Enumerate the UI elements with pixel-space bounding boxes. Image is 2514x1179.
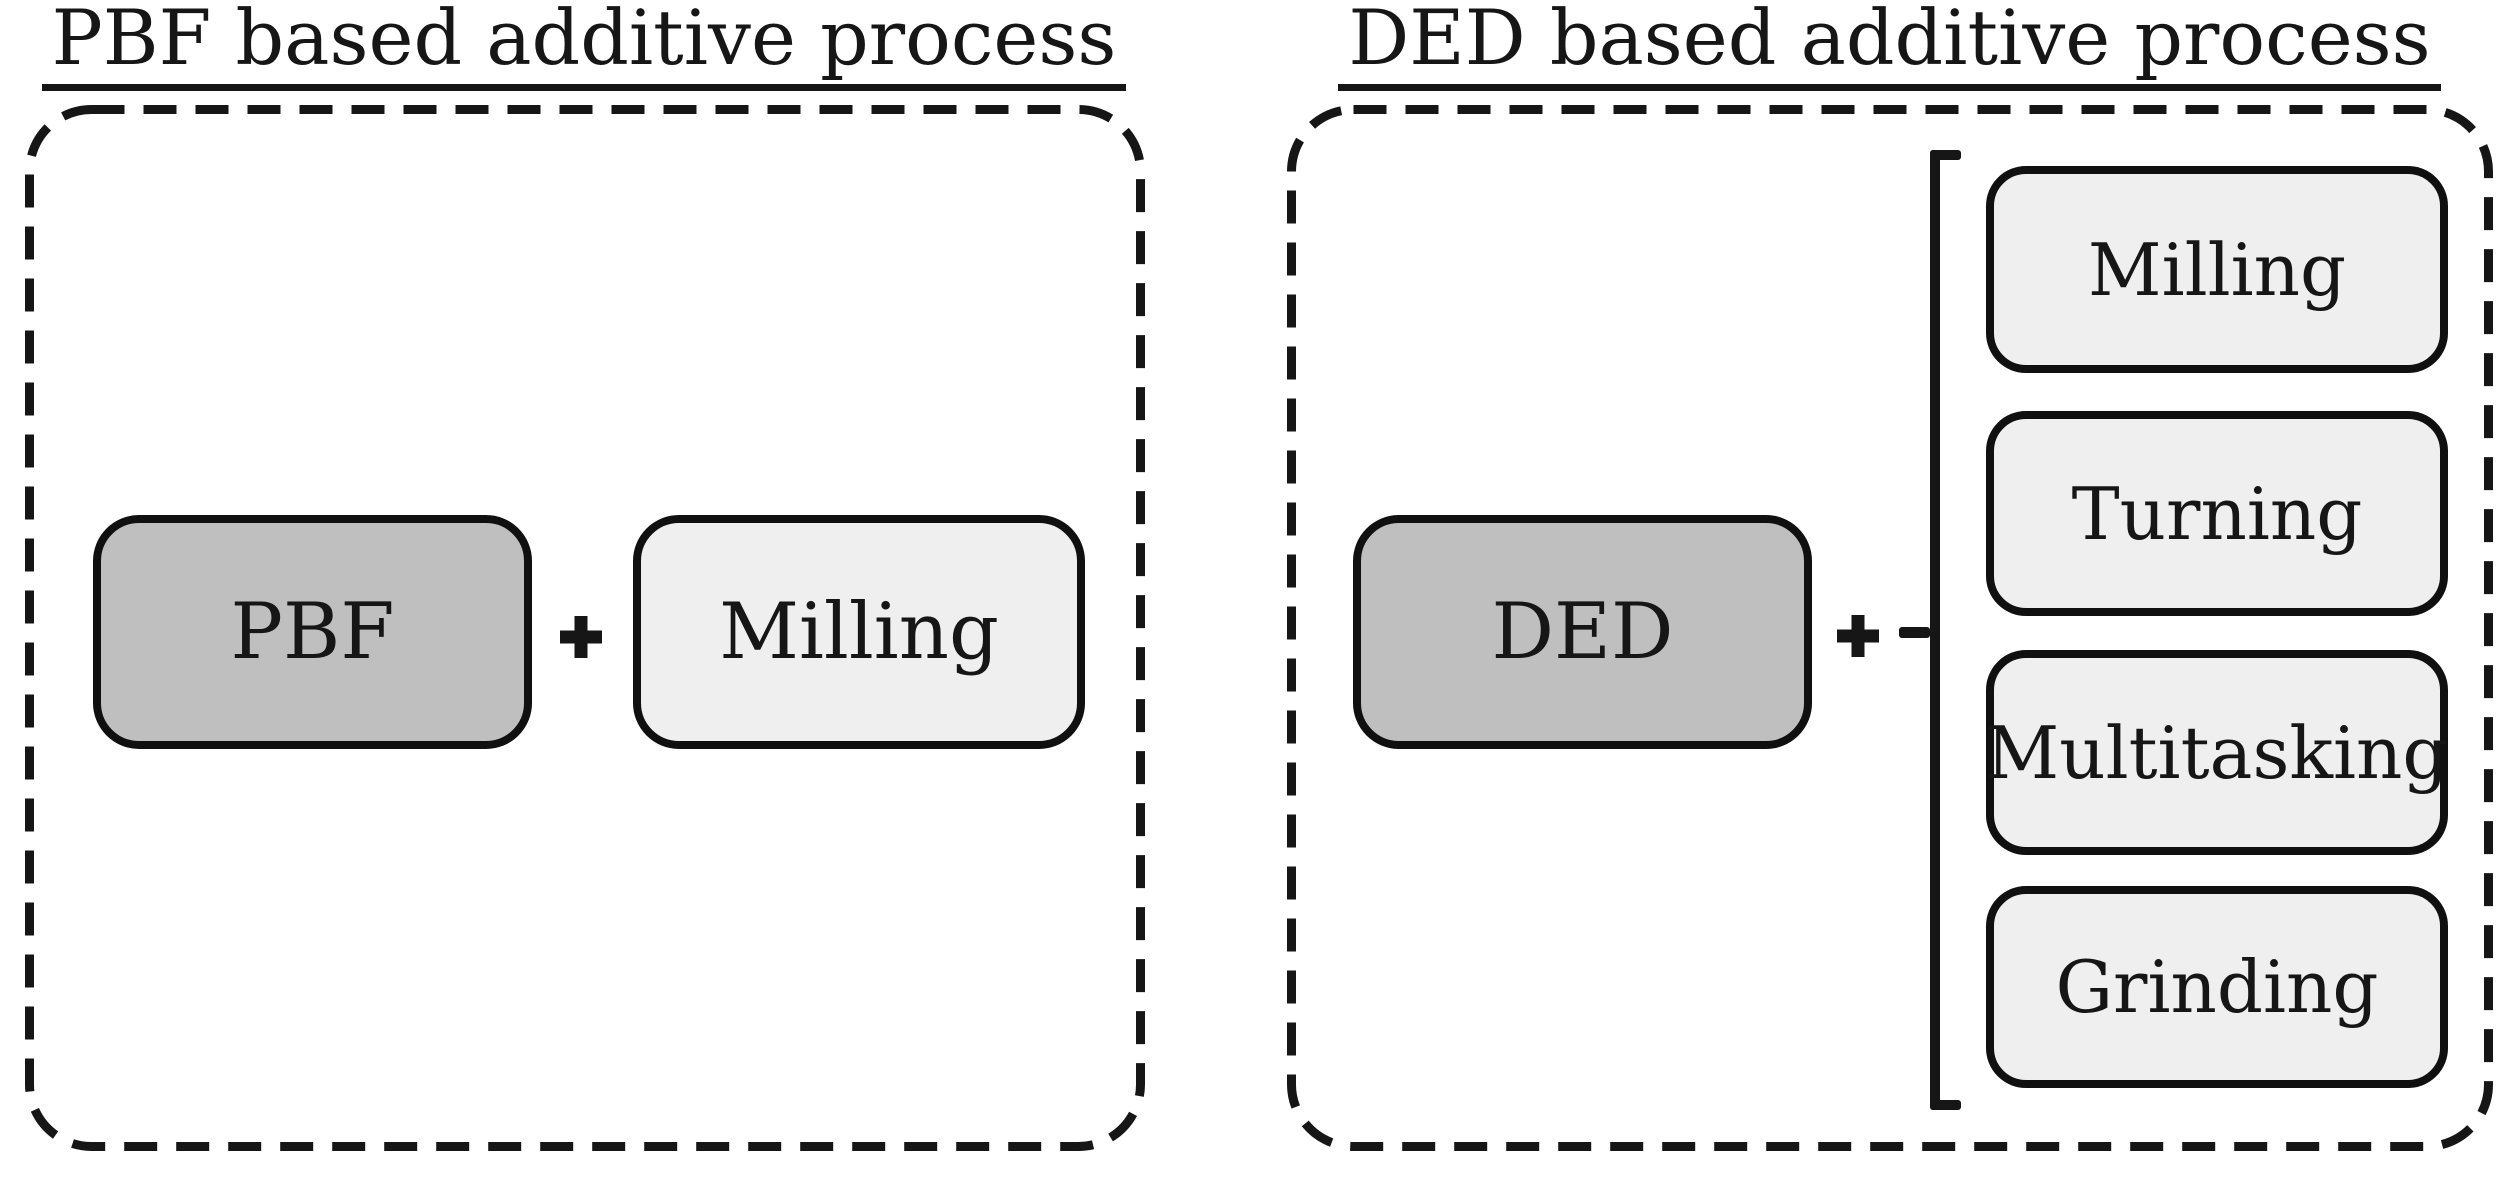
pbf-panel-title: PBF based additive process (25, 0, 1143, 92)
bracket-top-serif (1930, 150, 1961, 160)
pbf-panel-title-text: PBF based additive process (41, 0, 1127, 92)
ded-multitasking-box: Multitasking (1986, 650, 2449, 855)
ded-panel-title: DED based additive process (1287, 0, 2492, 92)
ded-panel-dashed-border (1287, 105, 2493, 1151)
pbf-process-box: PBF (93, 515, 532, 749)
pbf-panel-dashed-border (25, 105, 1145, 1151)
plus-icon (1837, 615, 1879, 657)
ded-grinding-box: Grinding (1986, 886, 2448, 1088)
ded-turning-box: Turning (1986, 411, 2448, 616)
plus-icon (560, 616, 602, 658)
bracket-bottom-serif (1930, 1100, 1961, 1110)
ded-milling-box: Milling (1986, 166, 2448, 373)
plus-connector-line (1899, 627, 1930, 638)
ded-process-box: DED (1353, 515, 1812, 749)
pbf-milling-box: Milling (633, 515, 1085, 749)
bracket-spine (1930, 150, 1940, 1110)
ded-panel-title-text: DED based additive process (1338, 0, 2441, 92)
